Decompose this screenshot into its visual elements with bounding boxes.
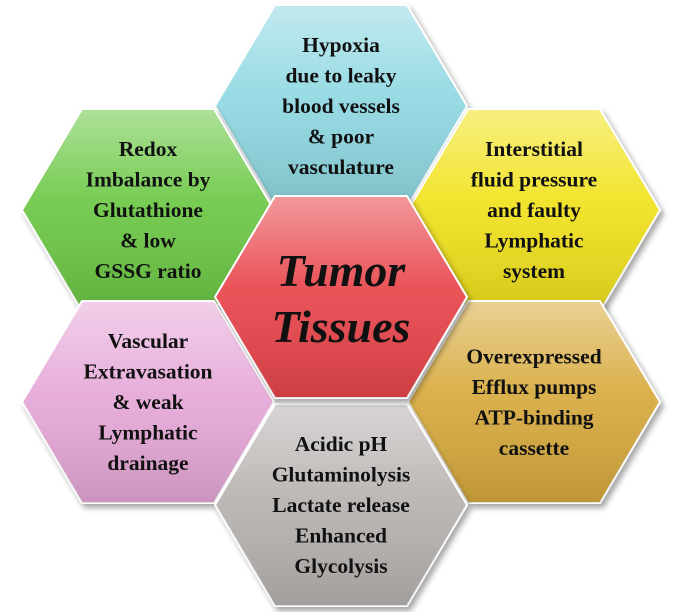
hexagon-label-interstitial-line-3: and faulty <box>487 198 581 222</box>
hexagon-label-interstitial-line-1: Interstitial <box>485 137 583 161</box>
hexagon-gloss-redox <box>22 109 274 311</box>
hexagon-label-redox-line-2: Imbalance by <box>86 168 211 192</box>
hexagon-label-redox-line-1: Redox <box>119 137 178 161</box>
hexagon-label-vascular-line-5: drainage <box>107 451 188 475</box>
hexagon-label-center-line-1: Tumor <box>277 245 407 296</box>
hexagon-label-interstitial-line-2: fluid pressure <box>471 168 597 192</box>
hexagon-label-center-line-2: Tissues <box>272 301 411 352</box>
hexagon-gloss-center <box>215 196 467 398</box>
hexagon-label-vascular-line-2: Extravasation <box>84 360 213 384</box>
hexagon-label-redox-line-3: Glutathione <box>93 198 203 222</box>
hexagon-label-interstitial-line-5: system <box>503 259 565 283</box>
hexagon-label-efflux-line-4: cassette <box>499 436 569 460</box>
hexagon-gloss-interstitial <box>408 109 660 311</box>
hexagon-gloss-hypoxia <box>215 5 467 207</box>
hexagon-gloss-acidic <box>215 404 467 606</box>
hexagon-label-vascular-line-3: & weak <box>112 390 183 414</box>
hexagon-label-hypoxia-line-3: blood vessels <box>282 94 400 118</box>
hexagon-label-acidic-line-2: Glutaminolysis <box>272 463 411 487</box>
hexagon-gloss-vascular <box>22 301 274 503</box>
hexagon-label-interstitial-line-4: Lymphatic <box>484 229 583 253</box>
hexagon-label-acidic-line-4: Enhanced <box>295 524 387 548</box>
hexagon-interstitial: Interstitial fluid pressure and faultyLymp… <box>406 108 662 312</box>
hexagon-label-vascular-line-4: Lymphatic <box>98 421 197 445</box>
hexagon-label-efflux-line-1: Overexpressed <box>466 344 601 368</box>
hexagon-label-hypoxia-line-1: Hypoxia <box>302 33 380 57</box>
hexagon-label-redox-line-5: GSSG ratio <box>95 259 202 283</box>
hexagon-gloss-efflux <box>408 301 660 503</box>
hexagon-label-efflux-line-3: ATP-binding <box>474 405 593 429</box>
hexagon-label-hypoxia-line-2: due to leaky <box>285 64 396 88</box>
hexagon-label-redox-line-4: & low <box>120 229 176 253</box>
hexagon-hypoxia: Hypoxia due to leaky blood vessels & poor va… <box>213 4 469 208</box>
hexagon-label-vascular-line-1: Vascular <box>108 329 189 353</box>
hexagon-label-efflux-line-2: Efflux pumps <box>472 375 597 399</box>
hexagon-label-acidic-line-3: Lactate release <box>272 493 410 517</box>
hexagon-label-acidic-line-1: Acidic pH <box>295 432 388 456</box>
hexagon-label-hypoxia-line-5: vasculature <box>288 155 394 179</box>
hexagon-label-hypoxia-line-4: & poor <box>308 125 375 149</box>
hexagon-label-acidic-line-5: Glycolysis <box>294 554 387 578</box>
